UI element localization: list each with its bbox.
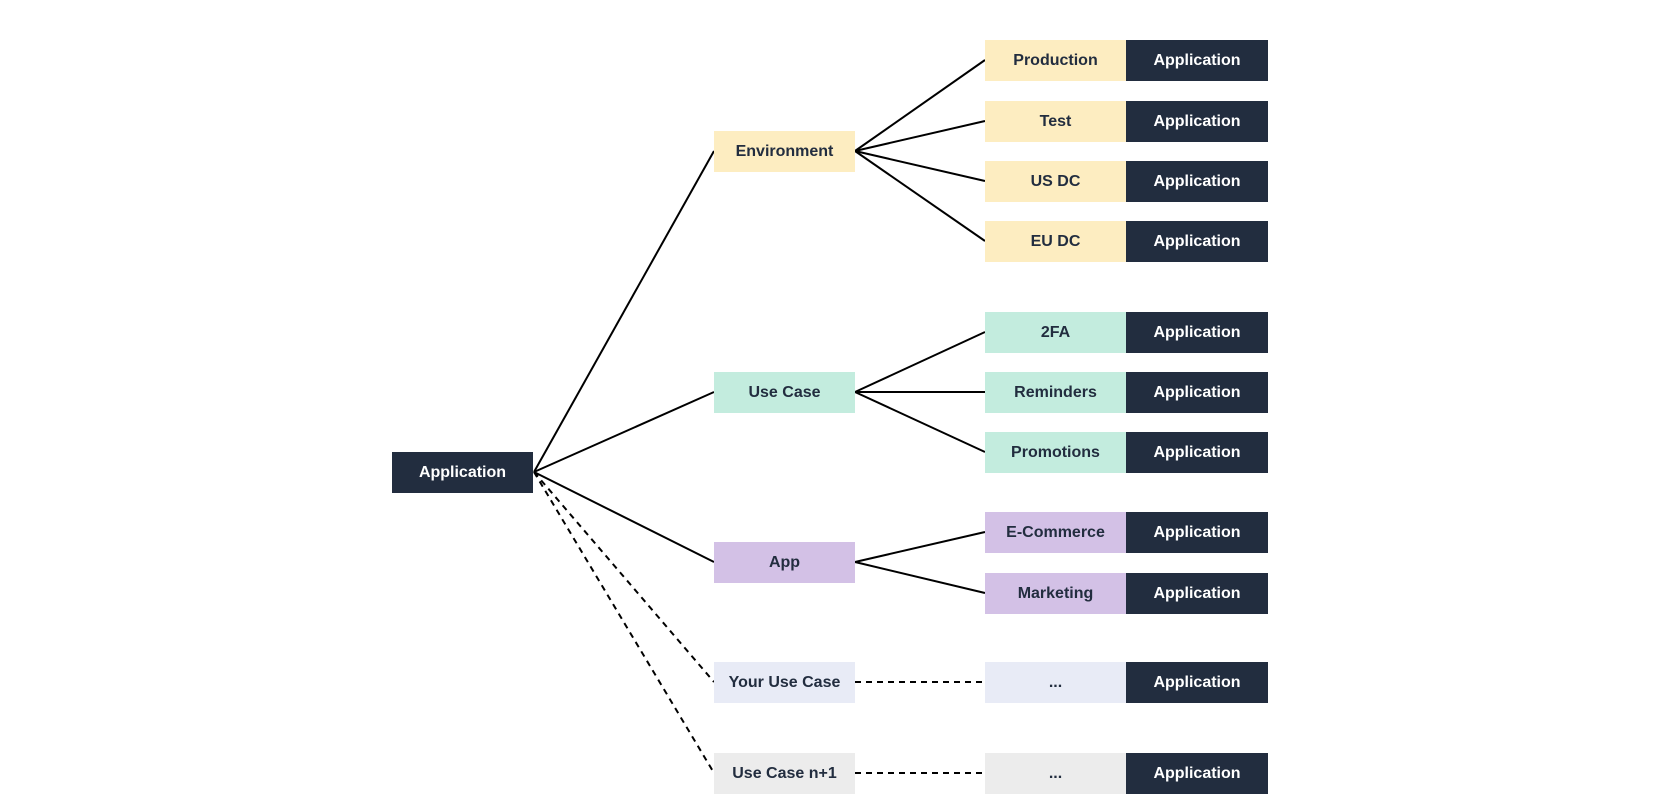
edge-root-environment [533, 150, 715, 473]
root-application-node: Application [392, 452, 533, 493]
category-use-case: Use Case [714, 372, 855, 413]
edge-usecase-promotions [854, 391, 986, 453]
edge-environment-eudc [854, 150, 986, 242]
leaf-reminders: Reminders [985, 372, 1126, 413]
edge-environment-usdc [854, 150, 986, 182]
leaf-application-production: Application [1126, 40, 1268, 81]
leaf-application-us-dc: Application [1126, 161, 1268, 202]
leaf-promotions: Promotions [985, 432, 1126, 473]
category-app: App [714, 542, 855, 583]
leaf-production: Production [985, 40, 1126, 81]
leaf-application-e-commerce: Application [1126, 512, 1268, 553]
edge-usecase-2fa [854, 331, 986, 393]
edge-root-yourusecase [533, 471, 715, 683]
leaf-us-dc: US DC [985, 161, 1126, 202]
edge-environment-production [854, 59, 986, 152]
edge-app-marketing [854, 561, 986, 594]
leaf-application-eu-dc: Application [1126, 221, 1268, 262]
category-your-use-case: Your Use Case [714, 662, 855, 703]
leaf-application-2fa: Application [1126, 312, 1268, 353]
leaf-application-use-case-n-plus-1: Application [1126, 753, 1268, 794]
leaf-application-marketing: Application [1126, 573, 1268, 614]
leaf-use-case-n-plus-1-ellipsis: ... [985, 753, 1126, 794]
leaf-application-reminders: Application [1126, 372, 1268, 413]
leaf-eu-dc: EU DC [985, 221, 1126, 262]
leaf-application-test: Application [1126, 101, 1268, 142]
leaf-your-use-case-ellipsis: ... [985, 662, 1126, 703]
category-environment: Environment [714, 131, 855, 172]
leaf-e-commerce: E-Commerce [985, 512, 1126, 553]
edge-root-usecasen1 [533, 471, 715, 774]
edge-app-ecommerce [854, 531, 986, 563]
leaf-marketing: Marketing [985, 573, 1126, 614]
leaf-application-promotions: Application [1126, 432, 1268, 473]
leaf-test: Test [985, 101, 1126, 142]
leaf-2fa: 2FA [985, 312, 1126, 353]
edge-root-usecase [533, 391, 715, 473]
edge-root-app [533, 471, 715, 563]
leaf-application-your-use-case: Application [1126, 662, 1268, 703]
connector-lines [533, 59, 986, 774]
category-use-case-n-plus-1: Use Case n+1 [714, 753, 855, 794]
edge-environment-test [854, 120, 986, 152]
